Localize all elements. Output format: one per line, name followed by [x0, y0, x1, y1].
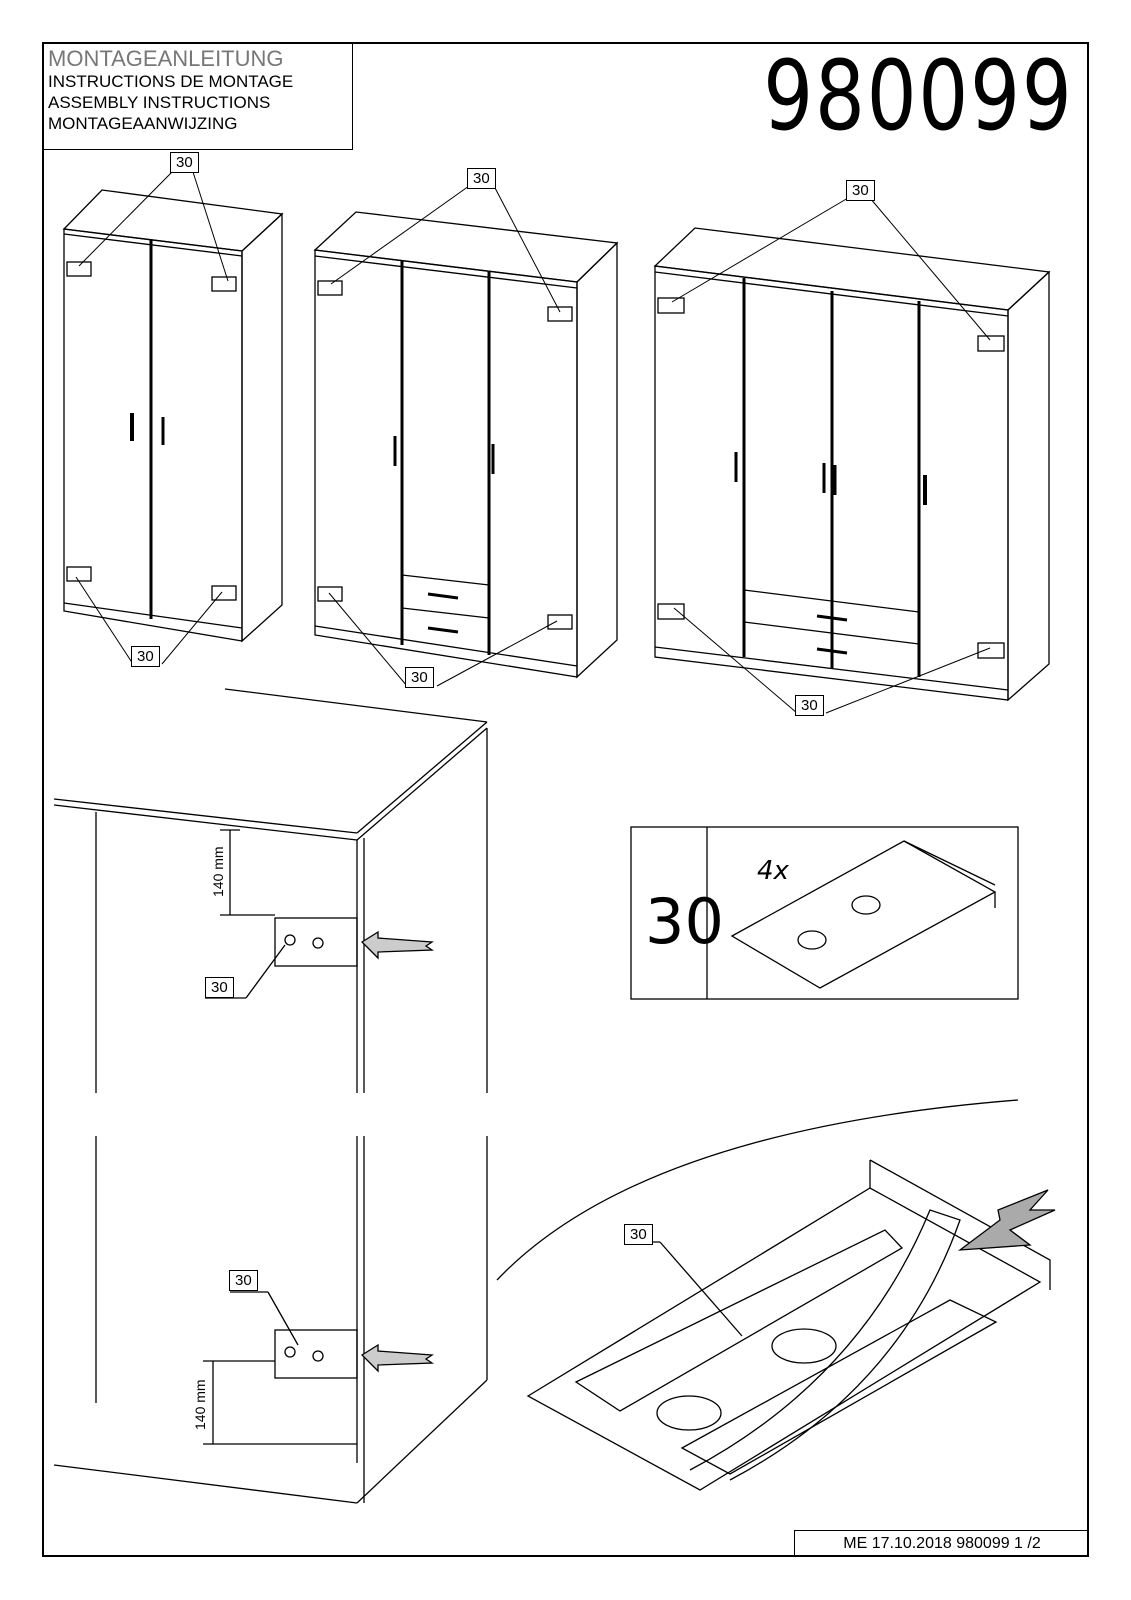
callout-30-tag: 30: [846, 180, 875, 201]
callout-30-tag: 30: [131, 646, 160, 667]
callout-30-tag: 30: [467, 168, 496, 189]
page-frame: [42, 42, 1089, 1557]
wardrobe-4-door: [653, 227, 1051, 702]
callout-30-tag: 30: [170, 152, 199, 173]
detail-bottom: [53, 1136, 488, 1504]
title-german: MONTAGEANLEITUNG: [48, 46, 284, 71]
callout-30-tag: 30: [205, 977, 234, 998]
detail-top: [53, 688, 488, 1093]
callout-30-tag: 30: [795, 695, 824, 716]
footer-info: ME 17.10.2018 980099 1 /2: [794, 1530, 1089, 1557]
dimension-bottom: 140 mm: [192, 1379, 208, 1430]
wardrobe-2-door: [62, 189, 284, 643]
title-english: ASSEMBLY INSTRUCTIONS: [48, 93, 271, 112]
callout-leaders: [75, 171, 991, 714]
title-french: INSTRUCTIONS DE MONTAGE: [48, 72, 294, 91]
title-dutch: MONTAGEAANWIJZING: [48, 114, 238, 133]
callout-30-tag: 30: [405, 667, 434, 688]
callout-30-tag: 30: [229, 1270, 258, 1291]
title-block: MONTAGEANLEITUNG INSTRUCTIONS DE MONTAGE…: [42, 42, 353, 150]
dimension-top: 140 mm: [210, 846, 226, 897]
part-quantity: 4x: [757, 856, 789, 886]
enlarged-tape-detail: [496, 1099, 1056, 1491]
wardrobe-3-door: [313, 211, 619, 679]
callout-30-tag: 30: [624, 1224, 653, 1245]
document-number: 980099: [762, 40, 1073, 152]
part-box: [630, 826, 1019, 1000]
part-number: 30: [645, 885, 724, 958]
